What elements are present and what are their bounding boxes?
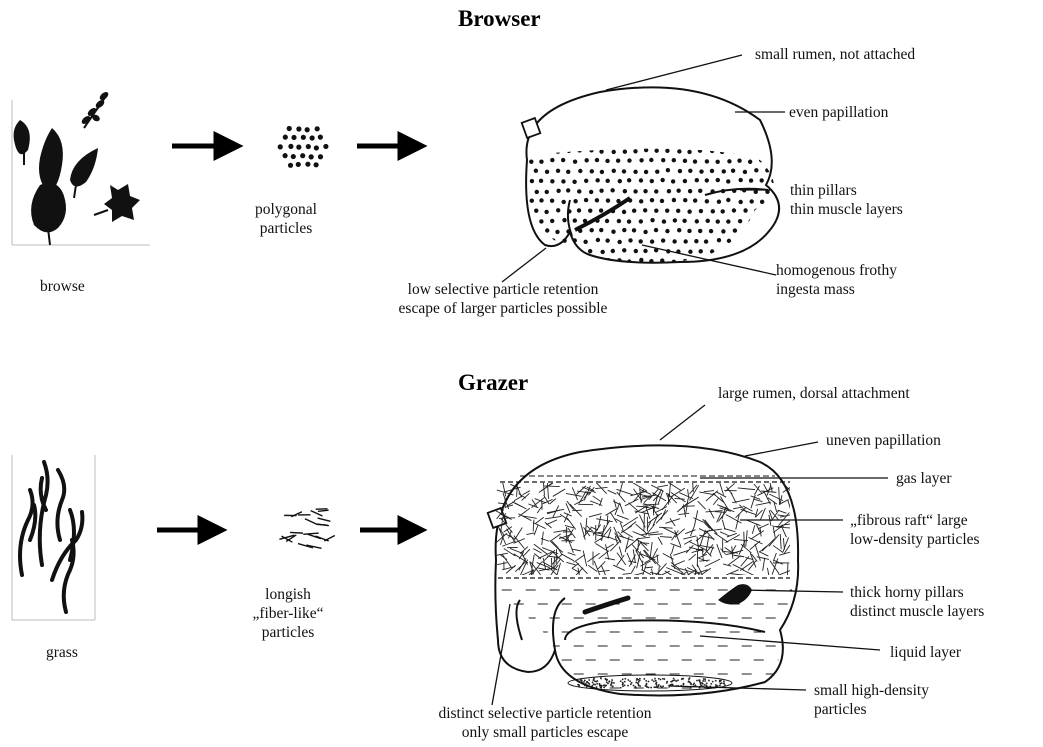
browser-retention-label: low selective particle retention escape … bbox=[358, 280, 648, 318]
browser-pillars-line-1: thin pillars bbox=[790, 181, 903, 200]
grazer-retention-line-2: only small particles escape bbox=[390, 723, 700, 742]
grazer-pillars-line-1: thick horny pillars bbox=[850, 583, 984, 602]
fiber-particles-label: longish „fiber-like“ particles bbox=[243, 585, 333, 642]
fiber-particles-icon bbox=[279, 509, 334, 549]
browser-title: Browser bbox=[458, 6, 541, 32]
grazer-raft-line-1: „fibrous raft“ large bbox=[850, 511, 980, 530]
browser-ingesta-line-2: ingesta mass bbox=[776, 280, 897, 299]
browser-pillars-label: thin pillars thin muscle layers bbox=[790, 181, 903, 219]
fiber-particles-label-line-1: longish bbox=[243, 585, 333, 604]
browser-ingesta-line-1: homogenous frothy bbox=[776, 261, 897, 280]
polygonal-particles-icon bbox=[278, 126, 329, 168]
grazer-dense-line-1: small high-density bbox=[814, 681, 929, 700]
grazer-papillation-label: uneven papillation bbox=[826, 431, 941, 450]
grazer-pillars-line-2: distinct muscle layers bbox=[850, 602, 984, 621]
grazer-rumen-drawing bbox=[488, 445, 812, 695]
browse-leaves-icon bbox=[12, 90, 150, 245]
grazer-raft-line-2: low-density particles bbox=[850, 530, 980, 549]
grazer-liquid-label: liquid layer bbox=[890, 643, 961, 662]
grass-icon bbox=[12, 455, 95, 620]
grazer-dense-line-2: particles bbox=[814, 700, 929, 719]
browser-rumen-drawing bbox=[522, 87, 792, 264]
browser-papillation-label: even papillation bbox=[789, 103, 888, 122]
browser-retention-line-2: escape of larger particles possible bbox=[358, 299, 648, 318]
grazer-raft-label: „fibrous raft“ large low-density particl… bbox=[850, 511, 980, 549]
grazer-retention-line-1: distinct selective particle retention bbox=[390, 704, 700, 723]
browser-retention-line-1: low selective particle retention bbox=[358, 280, 648, 299]
fiber-particles-label-line-2: „fiber-like“ bbox=[243, 604, 333, 623]
grazer-rumen-size-label: large rumen, dorsal attachment bbox=[718, 384, 910, 403]
grazer-gas-label: gas layer bbox=[896, 469, 952, 488]
grazer-retention-label: distinct selective particle retention on… bbox=[390, 704, 700, 742]
polygonal-particles-label: polygonal particles bbox=[246, 200, 326, 238]
grass-label: grass bbox=[46, 643, 78, 662]
fiber-particles-label-line-3: particles bbox=[243, 623, 333, 642]
browser-pillars-line-2: thin muscle layers bbox=[790, 200, 903, 219]
polygonal-particles-label-line-1: polygonal bbox=[246, 200, 326, 219]
grazer-title: Grazer bbox=[458, 370, 528, 396]
polygonal-particles-label-line-2: particles bbox=[246, 219, 326, 238]
browse-label: browse bbox=[40, 277, 85, 296]
browser-leader-lines bbox=[502, 55, 785, 282]
grazer-pillars-label: thick horny pillars distinct muscle laye… bbox=[850, 583, 984, 621]
browser-ingesta-label: homogenous frothy ingesta mass bbox=[776, 261, 897, 299]
browser-rumen-size-label: small rumen, not attached bbox=[755, 45, 915, 64]
grazer-dense-label: small high-density particles bbox=[814, 681, 929, 719]
